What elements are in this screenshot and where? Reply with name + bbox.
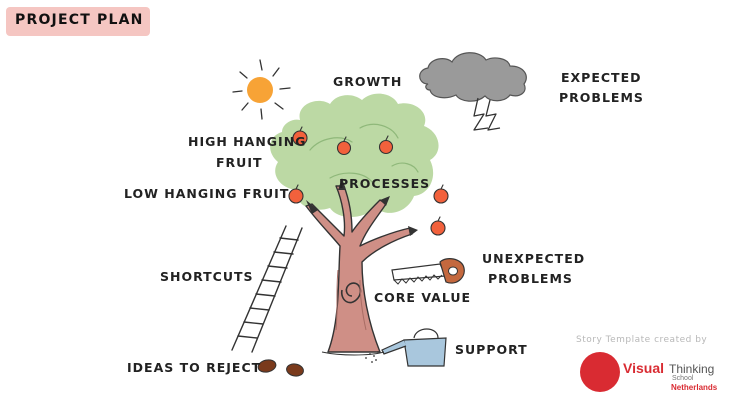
visual-thinking-logo — [580, 352, 620, 392]
lightning-icon — [473, 97, 501, 131]
tree-icon — [305, 178, 418, 353]
label-unexpected-problems-line2: PROBLEMS — [488, 271, 573, 286]
label-shortcuts: SHORTCUTS — [160, 269, 254, 284]
fruit — [430, 220, 446, 236]
label-unexpected-problems-line1: UNEXPECTED — [482, 251, 586, 266]
fruit — [336, 140, 352, 156]
ground-line — [321, 351, 385, 356]
logo-text-visual: Visual — [623, 360, 664, 376]
fruit — [288, 188, 304, 204]
fruit — [378, 139, 394, 155]
saw-icon — [391, 258, 465, 285]
storm-cloud-icon — [419, 52, 527, 102]
label-processes: PROCESSES — [339, 176, 431, 191]
tree-foliage — [270, 93, 439, 217]
label-high-hanging-fruit-line2: FRUIT — [216, 155, 263, 170]
label-expected-problems-line2: PROBLEMS — [559, 90, 644, 105]
label-growth: GROWTH — [333, 74, 403, 89]
beans-icon — [257, 359, 304, 377]
logo-text-netherlands: Netherlands — [671, 383, 718, 392]
title-tag — [6, 7, 150, 36]
credit-line: Story Template created by — [576, 335, 708, 345]
logo-text-school: School — [672, 375, 694, 382]
page-title: PROJECT PLAN — [15, 12, 144, 28]
sun-icon — [232, 59, 291, 120]
label-support: SUPPORT — [455, 342, 528, 357]
label-ideas-to-reject: IDEAS TO REJECT — [127, 360, 262, 375]
label-low-hanging-fruit: LOW HANGING FRUIT — [124, 186, 290, 201]
label-expected-problems-line1: EXPECTED — [561, 70, 642, 85]
label-high-hanging-fruit-line1: HIGH HANGING — [188, 134, 307, 149]
logo-text-thinking: Thinking — [669, 362, 715, 376]
label-core-value: CORE VALUE — [374, 290, 472, 305]
ladder-icon — [231, 225, 303, 353]
watering-can-icon — [365, 328, 447, 367]
fruit — [433, 188, 449, 204]
